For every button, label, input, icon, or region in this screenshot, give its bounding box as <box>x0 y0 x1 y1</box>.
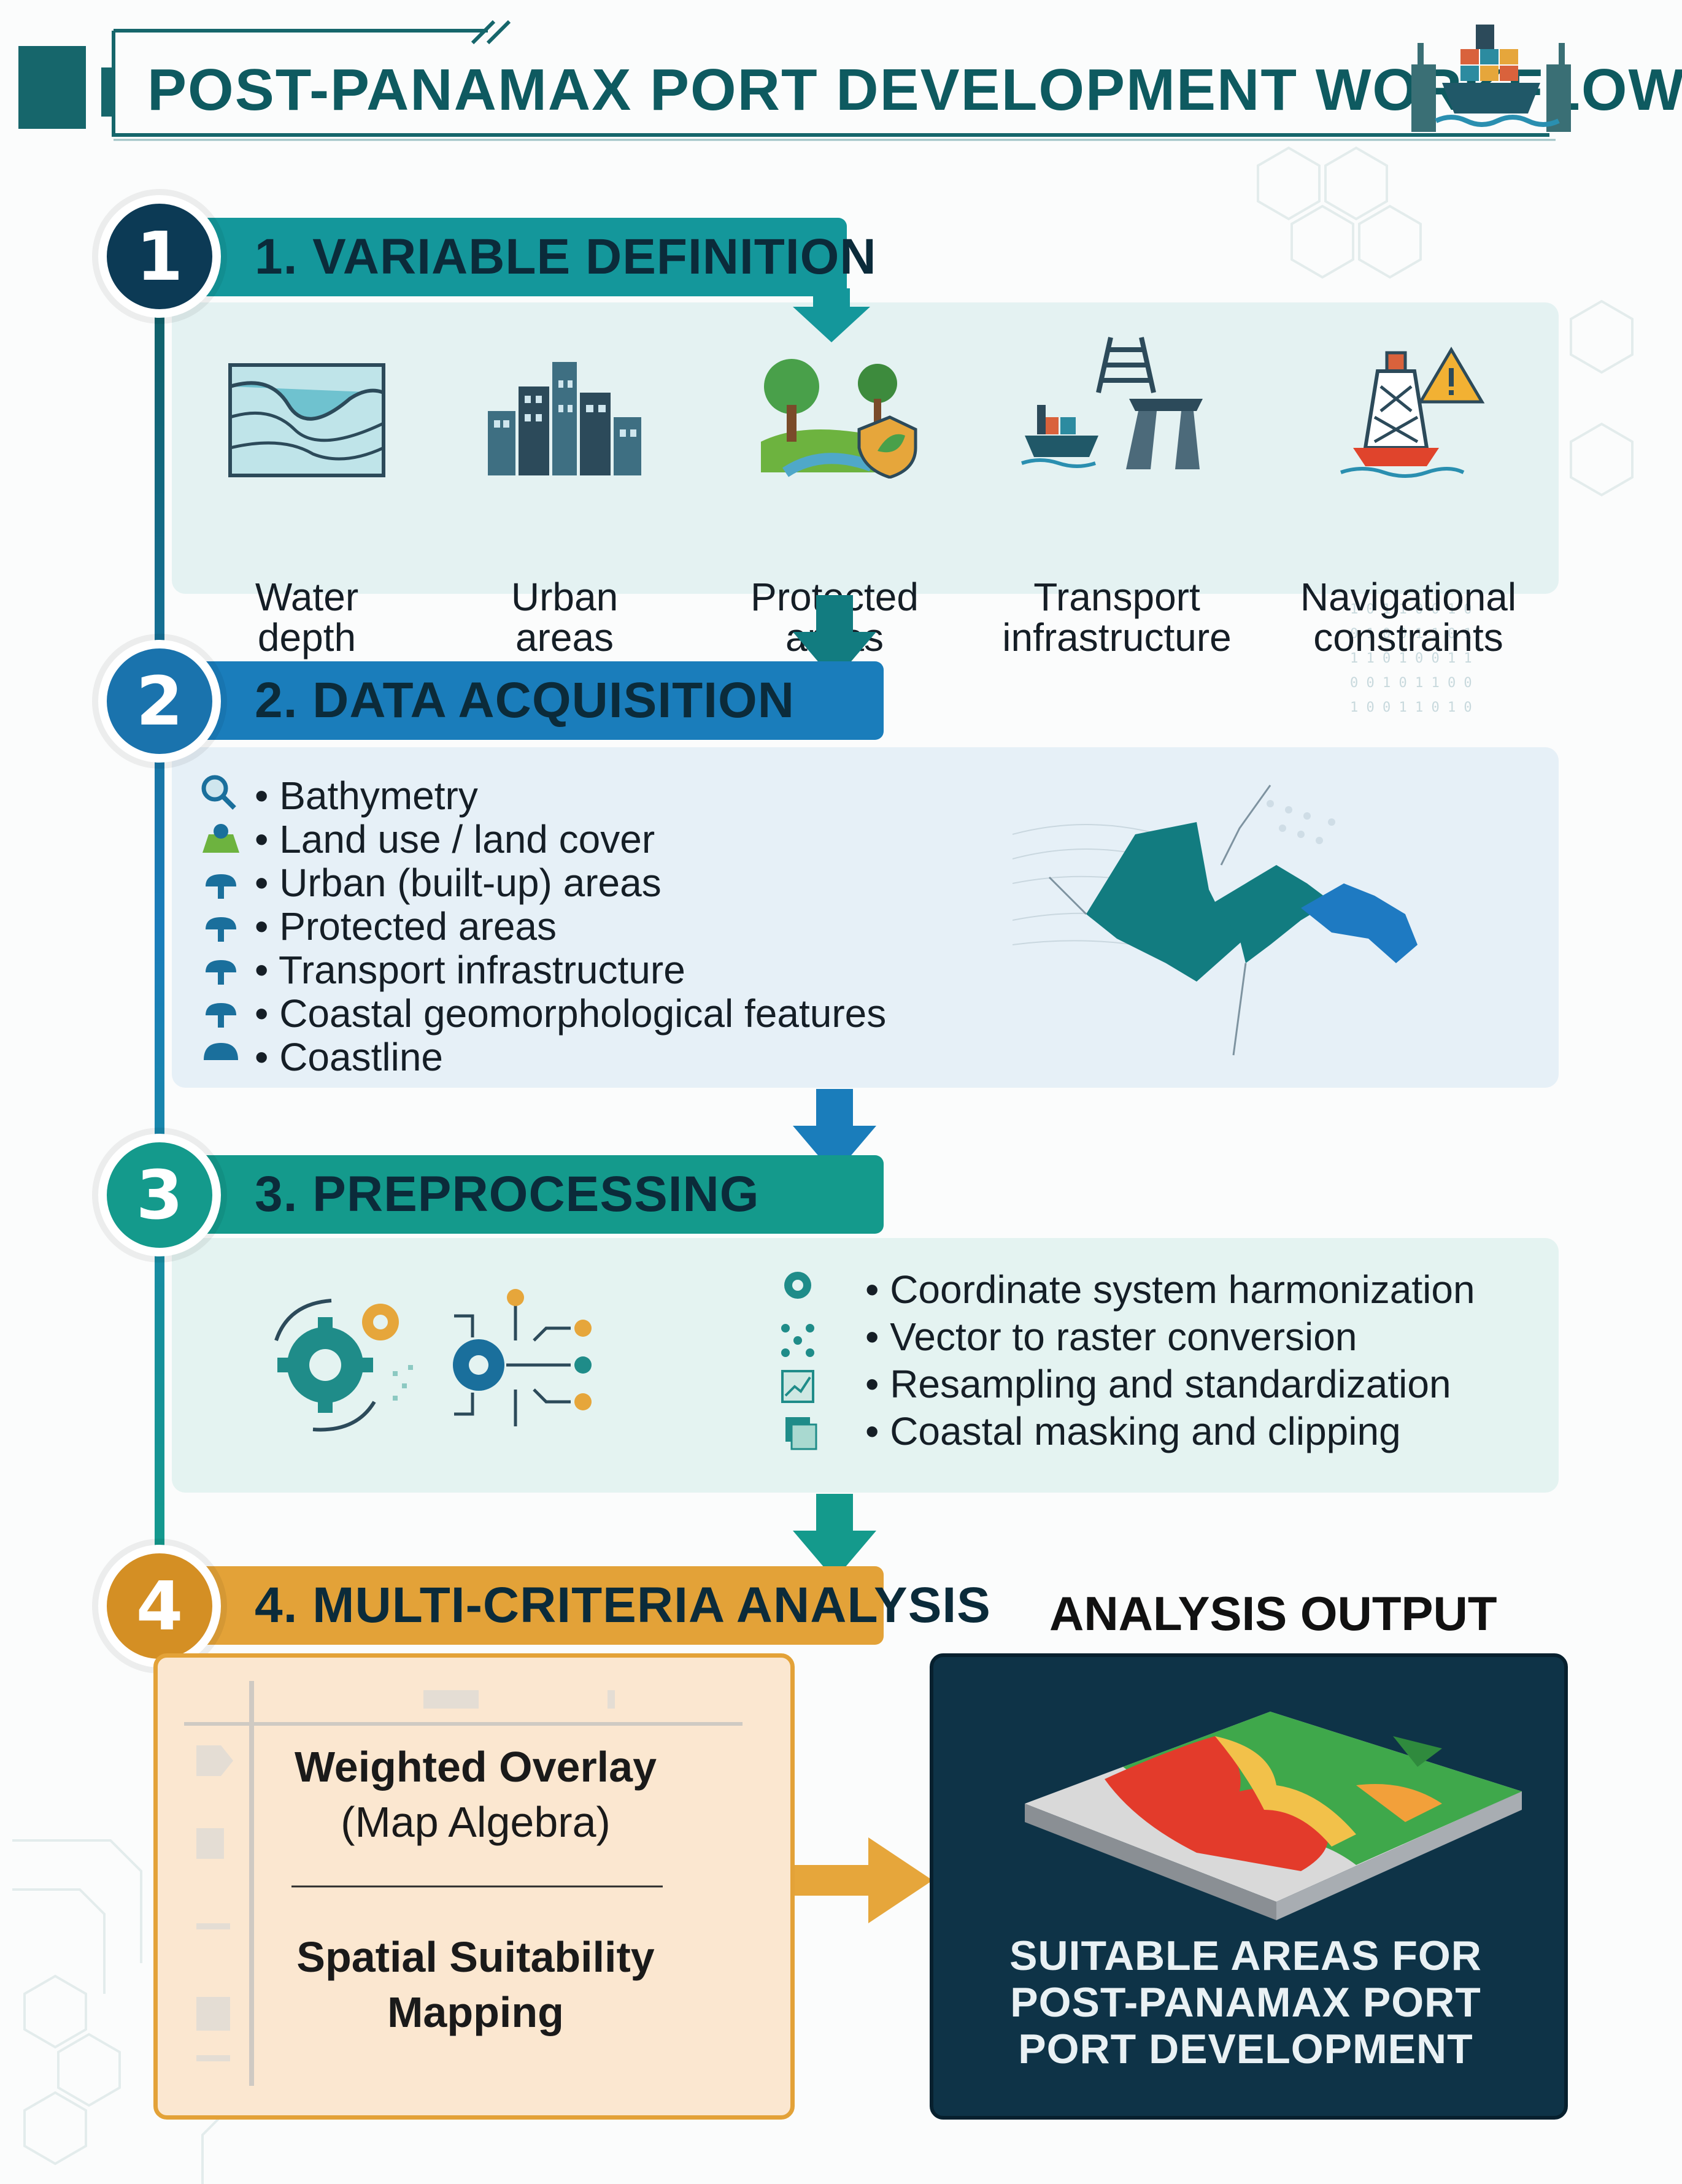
search-icon <box>201 775 236 810</box>
step-1-arrow-down <box>793 288 870 342</box>
step-2-banner: 2. DATA ACQUISITION <box>160 661 884 740</box>
connector-arrow-1-2 <box>793 595 876 681</box>
step-3-title: 3. PREPROCESSING <box>255 1166 760 1222</box>
step-2-title: 2. DATA ACQUISITION <box>255 672 795 728</box>
mca-to-output-arrow <box>795 1837 933 1923</box>
layers-clip-icon <box>785 1417 817 1450</box>
output-line3: PORT DEVELOPMENT <box>1018 2026 1473 2072</box>
rail-ship-highway-icon <box>1021 337 1203 469</box>
output-line2: POST-PANAMAX PORT <box>1010 1979 1481 2026</box>
svg-text:0 1 0 0 1 1 0 1: 0 1 0 0 1 1 0 1 <box>1350 626 1472 642</box>
acquisition-item: • Urban (built-up) areas <box>255 861 662 905</box>
svg-text:0 0 1 0 1 1 0 0: 0 0 1 0 1 1 0 0 <box>1350 675 1472 691</box>
suitability-map-3d <box>1025 1712 1522 1920</box>
water-depth-line2: depth <box>257 615 357 659</box>
weighted-overlay-subtitle: (Map Algebra) <box>341 1798 611 1846</box>
bathymetry-layers-icon <box>228 363 385 477</box>
navigational-line1: Navigational <box>1300 575 1517 619</box>
panama-map-graphic <box>1013 785 1418 1056</box>
analysis-output-title: ANALYSIS OUTPUT <box>1049 1586 1497 1640</box>
acquisition-list-icons <box>201 775 239 1060</box>
mca-spatial-suitability: Spatial Suitability Mapping <box>261 1932 690 2037</box>
acquisition-item: • Coastline <box>255 1035 443 1079</box>
preprocessing-item: • Coastal masking and clipping <box>865 1409 1401 1453</box>
step-1-banner: 1. VARIABLE DEFINITION <box>160 218 876 296</box>
step-4-circle: 4 <box>98 1545 221 1667</box>
resample-chart-icon <box>781 1370 814 1403</box>
connector-arrow-3-4 <box>793 1494 876 1580</box>
mca-weighted-overlay: Weighted Overlay (Map Algebra) <box>261 1742 690 1847</box>
transport-line1: Transport <box>1033 575 1200 619</box>
cloud-download-icon <box>206 1003 236 1015</box>
trees-shield-icon <box>761 359 917 479</box>
step-4-banner: 4. MULTI-CRITERIA ANALYSIS <box>160 1566 990 1645</box>
gear-icon <box>277 1317 373 1413</box>
acquisition-item: • Coastal geomorphological features <box>255 991 887 1036</box>
spatial-suitability-line2: Mapping <box>387 1988 564 2036</box>
preprocessing-list-icons <box>781 1272 817 1450</box>
preprocessing-gears-illustration <box>274 1289 592 1432</box>
step-3-circle: 3 <box>98 1134 221 1256</box>
mca-panel-decoration <box>184 1681 743 2086</box>
step-1-title: 1. VARIABLE DEFINITION <box>255 229 877 285</box>
output-line1: SUITABLE AREAS FOR <box>1009 1932 1482 1979</box>
preprocessing-panel <box>172 1238 1559 1493</box>
svg-text:1 1 0 1 0 0 1 1: 1 1 0 1 0 0 1 1 <box>1350 651 1472 666</box>
cloud-download-icon <box>206 960 236 972</box>
urban-areas-line1: Urban <box>511 575 619 619</box>
title-frame <box>101 20 1556 141</box>
container-ship-port-icon <box>1411 25 1571 132</box>
cloud-download-icon <box>206 917 236 929</box>
buoy-warning-icon <box>1340 347 1485 478</box>
step-2-circle: 2 <box>98 640 221 763</box>
analysis-output-caption: SUITABLE AREAS FOR POST-PANAMAX PORT POR… <box>957 1932 1534 2072</box>
map-pin-icon <box>203 824 239 853</box>
preprocessing-item: • Coordinate system harmonization <box>865 1267 1475 1312</box>
step-1-circle: 1 <box>98 195 221 318</box>
svg-text:1 0 1 1 0 0 1 0: 1 0 1 1 0 0 1 0 <box>1350 602 1472 617</box>
workflow-connector-line <box>155 288 164 1564</box>
svg-text:1 0 0 1 1 0 1 0: 1 0 0 1 1 0 1 0 <box>1350 700 1472 715</box>
preprocessing-item: • Resampling and standardization <box>865 1362 1451 1406</box>
gear-icon <box>784 1272 811 1299</box>
navigational-line2: constraints <box>1313 615 1503 659</box>
cloud-download-icon <box>206 874 236 886</box>
acquisition-item: • Transport infrastructure <box>255 948 685 992</box>
acquisition-item: • Protected areas <box>255 904 557 948</box>
spatial-suitability-line1: Spatial Suitability <box>296 1933 655 1981</box>
connector-arrow-2-3 <box>793 1089 876 1175</box>
network-nodes-icon <box>781 1324 814 1357</box>
step-3-banner: 3. PREPROCESSING <box>160 1155 884 1234</box>
water-depth-line1: Water <box>255 575 359 619</box>
preprocessing-item: • Vector to raster conversion <box>865 1315 1357 1359</box>
city-buildings-icon <box>488 362 641 475</box>
transport-line2: infrastructure <box>1002 615 1232 659</box>
cloud-icon <box>204 1043 238 1060</box>
weighted-overlay-title: Weighted Overlay <box>294 1743 657 1791</box>
acquisition-item: • Land use / land cover <box>255 817 655 861</box>
urban-areas-line2: areas <box>515 615 614 659</box>
step-4-title: 4. MULTI-CRITERIA ANALYSIS <box>255 1577 991 1633</box>
acquisition-item: • Bathymetry <box>255 774 478 818</box>
title-accent-block <box>18 46 86 129</box>
